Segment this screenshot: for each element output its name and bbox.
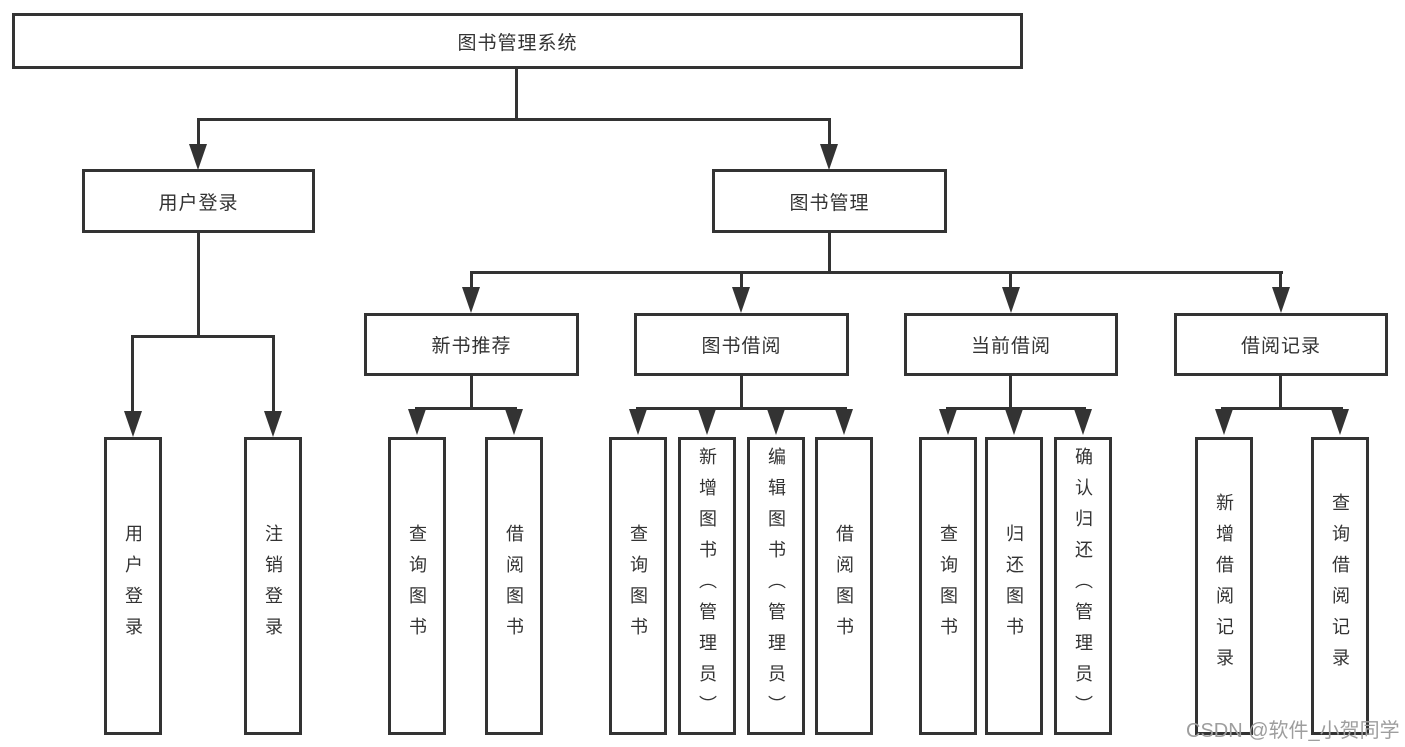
leaf-logout-label: 注销登录 — [263, 524, 283, 648]
arrowhead-down-icon — [1331, 409, 1349, 435]
node-borrow-records-label: 借阅记录 — [1240, 336, 1321, 357]
arrowhead-down-icon — [698, 409, 716, 435]
arrowhead-down-icon — [1272, 287, 1290, 313]
leaf-user-login-label: 用户登录 — [123, 524, 143, 648]
node-current-borrow-label: 当前借阅 — [970, 336, 1051, 357]
node-book-mgmt-label: 图书管理 — [789, 192, 870, 214]
leaf-bb-add-books-label: 新增图书（管理员） — [697, 446, 717, 726]
arrowhead-down-icon — [408, 409, 426, 435]
arrowhead-down-icon — [462, 287, 480, 313]
arrowhead-down-icon — [767, 409, 785, 435]
connector-vline — [272, 335, 275, 413]
connector-vline — [1279, 271, 1282, 289]
arrowhead-down-icon — [264, 411, 282, 437]
connector-vline — [131, 335, 134, 413]
leaf-br-add-record: 新增借阅记录 — [1195, 437, 1253, 735]
arrowhead-down-icon — [1002, 287, 1020, 313]
watermark: CSDN @软件_小贺同学 — [1186, 720, 1400, 742]
node-user-login-label: 用户登录 — [158, 192, 239, 214]
leaf-rec-query-books: 查询图书 — [388, 437, 446, 735]
arrowhead-down-icon — [505, 409, 523, 435]
connector-vline — [740, 271, 743, 289]
connector-vline — [1279, 375, 1282, 409]
node-current-borrow: 当前借阅 — [904, 313, 1118, 376]
connector-hline — [131, 335, 275, 338]
arrowhead-down-icon — [629, 409, 647, 435]
arrowhead-down-icon — [732, 287, 750, 313]
arrowhead-down-icon — [835, 409, 853, 435]
leaf-bb-query-books: 查询图书 — [609, 437, 667, 735]
connector-hline — [197, 118, 831, 121]
connector-hline — [470, 271, 1283, 274]
leaf-br-add-record-label: 新增借阅记录 — [1214, 493, 1234, 679]
connector-vline — [515, 68, 518, 120]
node-borrow-records: 借阅记录 — [1174, 313, 1388, 376]
node-book-borrow: 图书借阅 — [634, 313, 849, 376]
leaf-cb-return-books: 归还图书 — [985, 437, 1043, 735]
connector-vline — [1009, 271, 1012, 289]
connector-hline — [415, 407, 517, 410]
arrowhead-down-icon — [1074, 409, 1092, 435]
leaf-cb-return-books-label: 归还图书 — [1004, 524, 1024, 648]
arrowhead-down-icon — [939, 409, 957, 435]
connector-vline — [470, 271, 473, 289]
node-new-book-rec: 新书推荐 — [364, 313, 579, 376]
leaf-rec-query-books-label: 查询图书 — [407, 524, 427, 648]
node-book-mgmt: 图书管理 — [712, 169, 947, 233]
leaf-rec-borrow-books: 借阅图书 — [485, 437, 543, 735]
arrowhead-down-icon — [189, 144, 207, 170]
connector-hline — [1221, 407, 1343, 410]
leaf-bb-add-books: 新增图书（管理员） — [678, 437, 736, 735]
arrowhead-down-icon — [1005, 409, 1023, 435]
leaf-cb-confirm-return-label: 确认归还（管理员） — [1073, 446, 1093, 726]
leaf-br-query-record: 查询借阅记录 — [1311, 437, 1369, 735]
leaf-cb-query-books: 查询图书 — [919, 437, 977, 735]
connector-vline — [1009, 375, 1012, 409]
connector-hline — [636, 407, 847, 410]
node-user-login: 用户登录 — [82, 169, 315, 233]
leaf-bb-edit-books-label: 编辑图书（管理员） — [766, 446, 786, 726]
connector-hline — [946, 407, 1086, 410]
leaf-cb-confirm-return: 确认归还（管理员） — [1054, 437, 1112, 735]
node-new-book-rec-label: 新书推荐 — [431, 336, 512, 357]
leaf-rec-borrow-books-label: 借阅图书 — [504, 524, 524, 648]
leaf-bb-borrow-books-label: 借阅图书 — [834, 524, 854, 648]
leaf-bb-borrow-books: 借阅图书 — [815, 437, 873, 735]
leaf-bb-edit-books: 编辑图书（管理员） — [747, 437, 805, 735]
node-root: 图书管理系统 — [12, 13, 1023, 69]
arrowhead-down-icon — [820, 144, 838, 170]
leaf-bb-query-books-label: 查询图书 — [628, 524, 648, 648]
arrowhead-down-icon — [1215, 409, 1233, 435]
leaf-user-login: 用户登录 — [104, 437, 162, 735]
connector-vline — [828, 118, 831, 146]
leaf-logout: 注销登录 — [244, 437, 302, 735]
connector-vline — [828, 231, 831, 274]
leaf-cb-query-books-label: 查询图书 — [938, 524, 958, 648]
connector-vline — [740, 375, 743, 409]
node-root-label: 图书管理系统 — [457, 32, 578, 54]
connector-vline — [197, 232, 200, 337]
node-book-borrow-label: 图书借阅 — [701, 336, 782, 357]
connector-vline — [470, 375, 473, 409]
arrowhead-down-icon — [124, 411, 142, 437]
leaf-br-query-record-label: 查询借阅记录 — [1330, 493, 1350, 679]
connector-vline — [197, 118, 200, 146]
